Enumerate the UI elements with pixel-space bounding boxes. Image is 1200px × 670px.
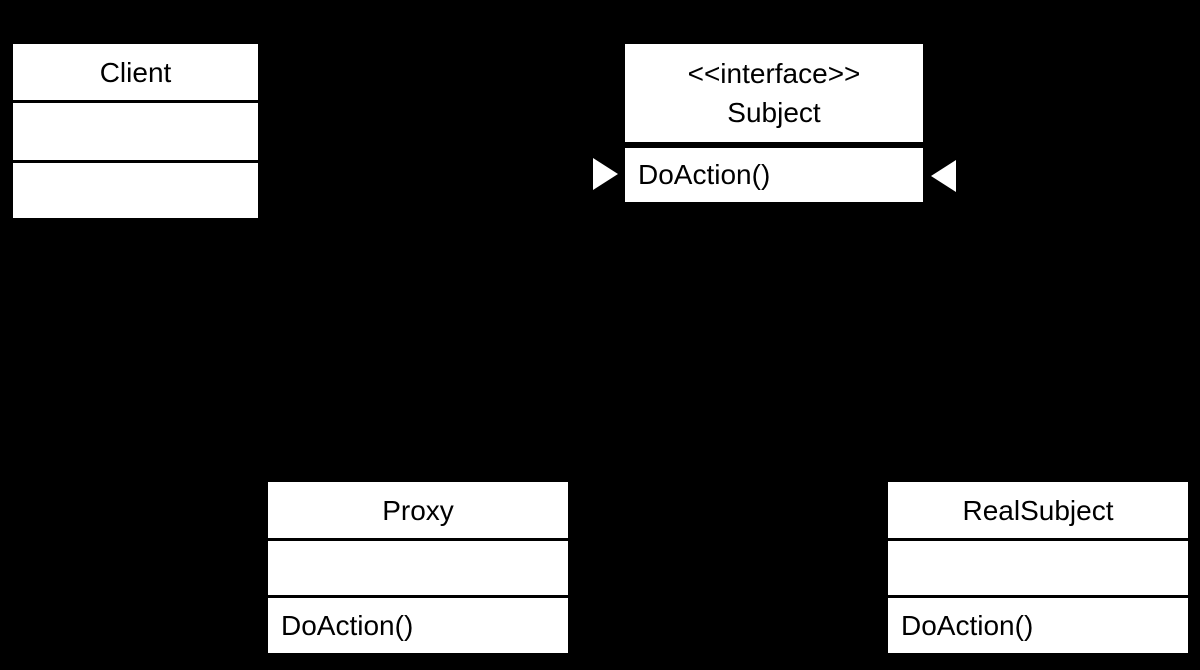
compartment-divider (888, 538, 1188, 541)
subject-stereotype: <<interface>> (687, 58, 861, 89)
proxy-class-name: Proxy (382, 494, 454, 526)
realsubject-attributes-compartment (888, 541, 1188, 595)
realsubject-class-name: RealSubject (962, 494, 1114, 526)
subject-class-header: <<interface>> Subject (625, 44, 923, 142)
proxy-attributes-compartment (268, 541, 568, 595)
compartment-divider (268, 538, 568, 541)
proxy-methods-compartment: DoAction() (281, 609, 414, 641)
class-box-proxy: Proxy DoAction() (268, 482, 568, 653)
compartment-divider (268, 595, 568, 598)
client-attributes-compartment (13, 103, 258, 160)
class-box-subject: <<interface>> Subject DoAction() (625, 44, 923, 202)
realization-arrowhead-right-icon (931, 160, 956, 192)
class-box-realsubject: RealSubject DoAction() (888, 482, 1188, 653)
client-methods-compartment (13, 163, 258, 218)
compartment-divider (888, 595, 1188, 598)
client-class-name: Client (99, 56, 172, 88)
realsubject-methods-compartment: DoAction() (901, 609, 1034, 641)
compartment-divider (625, 142, 923, 148)
subject-class-name: Subject (727, 97, 821, 128)
subject-methods-compartment: DoAction() (638, 159, 771, 190)
compartment-divider (13, 160, 258, 163)
realization-arrowhead-left-icon (593, 158, 618, 190)
compartment-divider (13, 100, 258, 103)
class-box-client: Client (13, 44, 258, 218)
